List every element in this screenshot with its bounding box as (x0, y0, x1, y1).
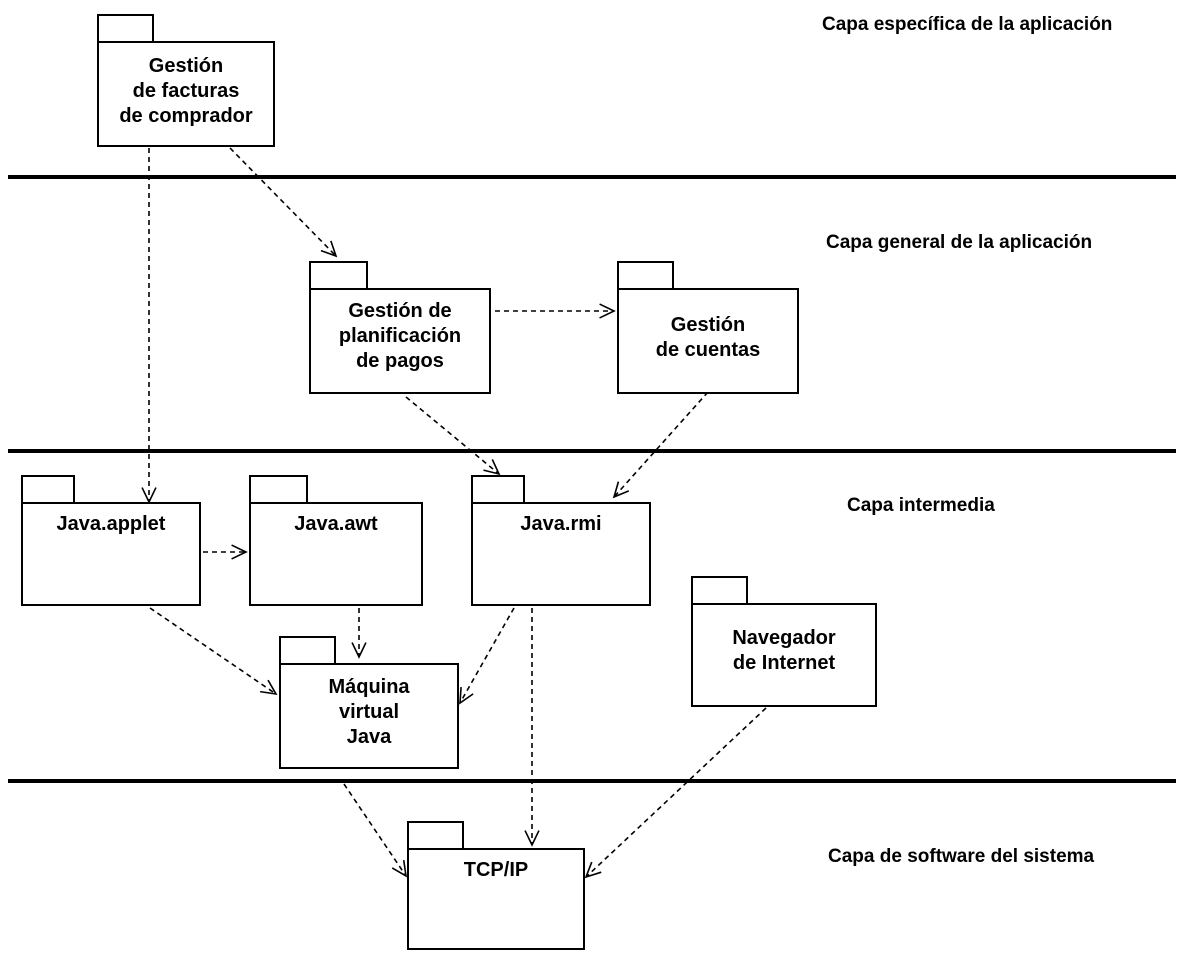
dependency-gestion-facturas-to-java-applet (141, 148, 157, 504)
package-tab (97, 14, 154, 43)
package-label: planificación (339, 325, 461, 347)
dependency-java-rmi-to-tcp-ip (524, 608, 540, 847)
package-tab (249, 475, 308, 504)
package-gestion-facturas: Gestión de facturas de comprador (97, 14, 275, 147)
dependency-java-applet-to-maquina-virtual (149, 607, 278, 696)
package-label: de facturas (133, 80, 240, 102)
package-body (407, 848, 585, 950)
dependency-line (613, 391, 709, 498)
dependency-arrowhead (524, 830, 540, 847)
package-label: Gestión (149, 55, 223, 77)
package-tab (309, 261, 368, 290)
dependency-java-awt-to-maquina-virtual (351, 608, 367, 659)
package-label: Java (347, 726, 392, 748)
package-label: de Internet (733, 652, 836, 674)
dependency-line (405, 396, 500, 475)
package-label: Java.awt (294, 513, 378, 535)
dependency-line (343, 783, 407, 877)
package-tcp-ip: TCP/IP (407, 821, 585, 950)
dependency-gestion-planificacion-to-gestion-cuentas (495, 303, 616, 319)
package-label: Máquina (328, 676, 410, 698)
package-body (21, 502, 201, 606)
package-navegador: Navegador de Internet (691, 576, 877, 707)
package-tab (407, 821, 464, 850)
package-gestion-cuentas: Gestión de cuentas (617, 261, 799, 394)
package-java-applet: Java.applet (21, 475, 201, 606)
package-label: Java.rmi (520, 513, 601, 535)
dependency-line (585, 707, 767, 878)
dependency-arrows (141, 147, 767, 879)
package-label: Gestión de (348, 300, 451, 322)
package-tab (21, 475, 75, 504)
dependency-arrowhead (320, 240, 338, 258)
dependency-arrowhead (231, 544, 248, 560)
dependency-arrowhead (584, 861, 602, 879)
dependency-line (149, 607, 277, 695)
layer-label-app-general: Capa general de la aplicación (826, 232, 1092, 253)
dependency-arrowhead (599, 303, 616, 319)
package-gestion-planificacion: Gestión de planificación de pagos (309, 261, 491, 394)
dependency-maquina-virtual-to-tcp-ip (343, 783, 408, 878)
dependency-navegador-to-tcp-ip (584, 707, 767, 879)
package-body (471, 502, 651, 606)
dependency-arrowhead (351, 642, 367, 659)
package-tab (617, 261, 674, 290)
package-label: Gestión (671, 314, 745, 336)
package-tab (279, 636, 336, 665)
dependency-gestion-cuentas-to-java-rmi (612, 391, 709, 499)
package-label: TCP/IP (464, 859, 528, 881)
layer-label-middleware: Capa intermedia (847, 495, 995, 516)
dependency-arrowhead (391, 860, 408, 878)
package-body (691, 603, 877, 707)
package-body (617, 288, 799, 394)
package-label: Navegador (732, 627, 836, 649)
layer-label-app-specific: Capa específica de la aplicación (822, 14, 1112, 35)
package-label: de pagos (356, 350, 444, 372)
package-tab (691, 576, 748, 605)
dependency-gestion-planificacion-to-java-rmi (405, 396, 501, 476)
dependency-arrowhead (260, 679, 278, 696)
dependency-arrowhead (612, 481, 630, 499)
package-body (279, 663, 459, 769)
dependency-arrowhead (459, 686, 474, 705)
layer-label-system-software: Capa de software del sistema (828, 846, 1095, 867)
package-tab (471, 475, 525, 504)
dependency-line (459, 607, 515, 704)
package-label: Java.applet (57, 513, 166, 535)
dependency-java-rmi-to-maquina-virtual (459, 607, 515, 705)
package-body (249, 502, 423, 606)
package-java-awt: Java.awt (249, 475, 423, 606)
dependency-arrowhead (483, 459, 501, 476)
dependency-gestion-facturas-to-gestion-planificacion (229, 147, 338, 258)
package-label: virtual (339, 701, 399, 723)
package-label: de cuentas (656, 339, 760, 361)
package-body (309, 288, 491, 394)
package-java-rmi: Java.rmi (471, 475, 651, 606)
package-body (97, 41, 275, 147)
dependency-java-applet-to-java-awt (203, 544, 248, 560)
dependency-line (229, 147, 337, 257)
package-label: de comprador (119, 105, 253, 127)
